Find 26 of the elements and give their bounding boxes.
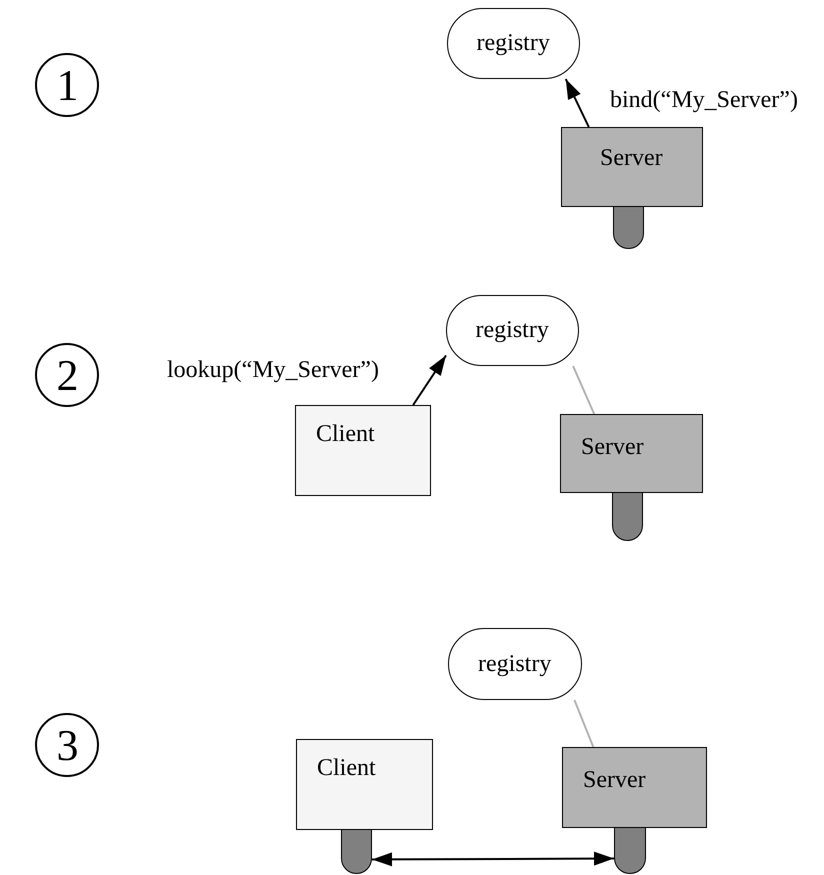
node-label: registry [476,29,550,57]
node-label: registry [476,316,549,344]
arrow [564,78,590,128]
node-label: Server [600,144,663,172]
connector-stub [341,829,372,874]
step-number: 2 [56,350,78,400]
arrow [412,354,447,406]
registry-node [446,295,579,366]
client-box [295,405,431,496]
connector-stub [614,827,646,874]
server-box [562,747,707,828]
step-number: 1 [56,60,78,110]
connector-line [574,700,594,748]
node-label: Server [581,433,644,461]
server-box [560,414,703,493]
step-number: 3 [56,720,78,770]
node-label: Client [316,420,375,448]
connector-stub [612,492,643,541]
server-box [561,127,703,207]
client-box [296,739,433,830]
double-arrow [372,852,614,866]
node-label: Client [317,754,376,782]
connector-stub [613,206,644,249]
node-label: Server [583,766,646,794]
connector-line [572,366,596,414]
node-label: registry [478,650,552,678]
